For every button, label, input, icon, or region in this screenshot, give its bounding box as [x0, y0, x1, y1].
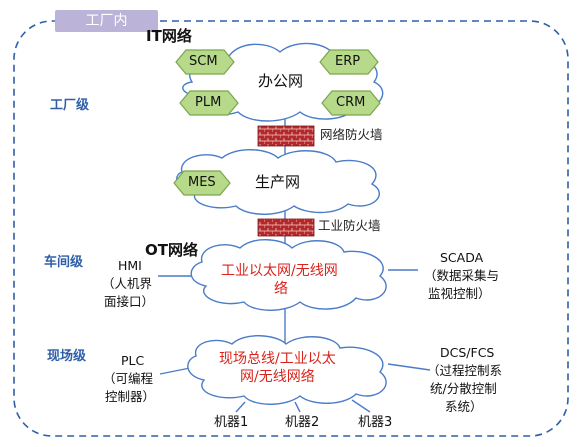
scada-desc-line-2: 监视控制） — [428, 286, 491, 301]
level-label-factory: 工厂级 — [50, 98, 90, 113]
ot-network-cloud — [190, 239, 387, 311]
plm-label: PLM — [195, 95, 222, 110]
plc-desc-line-2: 控制器） — [105, 389, 156, 404]
ot-cloud-line-1: 工业以太网/无线网 — [221, 263, 338, 279]
scada-desc-line-1: （数据采集与 — [424, 268, 500, 283]
hmi-desc-line-2: 面接口） — [104, 294, 155, 309]
dcs-desc-line-1: （过程控制系 — [427, 363, 503, 378]
it-network-title: IT网络 — [146, 27, 192, 45]
production-network-label: 生产网 — [255, 173, 301, 191]
plc-desc-line-1: （可编程 — [103, 371, 154, 386]
field-cloud-line-1: 现场总线/工业以太 — [219, 351, 336, 367]
plc-label: PLC — [121, 353, 145, 368]
link-machine-2 — [294, 401, 301, 413]
machine-2-label: 机器2 — [285, 415, 320, 430]
network-firewall-icon — [257, 125, 315, 147]
office-network-label: 办公网 — [258, 72, 304, 90]
network-firewall-label: 网络防火墙 — [320, 127, 383, 142]
crm-label: CRM — [336, 95, 366, 110]
mes-hexagon — [173, 170, 231, 196]
scm-hexagon — [175, 49, 235, 75]
level-label-field: 现场级 — [47, 349, 87, 364]
link-dcs — [387, 363, 431, 371]
crm-hexagon — [321, 90, 381, 116]
scm-label: SCM — [189, 54, 218, 69]
link-machine-3 — [351, 399, 371, 413]
erp-hexagon — [319, 49, 379, 75]
machine-3-label: 机器3 — [358, 415, 393, 430]
dcs-desc-line-3: 系统） — [445, 399, 483, 414]
industrial-firewall-label: 工业防火墙 — [318, 218, 381, 233]
dcs-desc-line-2: 统/分散控制 — [430, 381, 497, 396]
link-machine-1 — [235, 401, 246, 413]
dcs-label: DCS/FCS — [440, 345, 495, 360]
hmi-label: HMI — [118, 258, 142, 273]
ot-network-title: OT网络 — [145, 241, 198, 259]
production-network-cloud — [176, 149, 380, 215]
hmi-desc-line-1: （人机界 — [102, 276, 153, 291]
link-plc — [159, 367, 191, 375]
industrial-firewall-icon — [257, 218, 315, 237]
field-cloud-line-2: 网/无线网络 — [240, 369, 315, 385]
scada-label: SCADA — [440, 250, 484, 265]
plm-hexagon — [179, 90, 239, 116]
machine-1-label: 机器1 — [214, 415, 249, 430]
erp-label: ERP — [335, 54, 361, 69]
field-network-cloud — [187, 335, 387, 405]
mes-label: MES — [188, 175, 216, 190]
ot-cloud-line-2: 络 — [274, 281, 288, 297]
level-label-workshop: 车间级 — [44, 255, 84, 270]
factory-zone-tab: 工厂内 — [55, 10, 158, 32]
